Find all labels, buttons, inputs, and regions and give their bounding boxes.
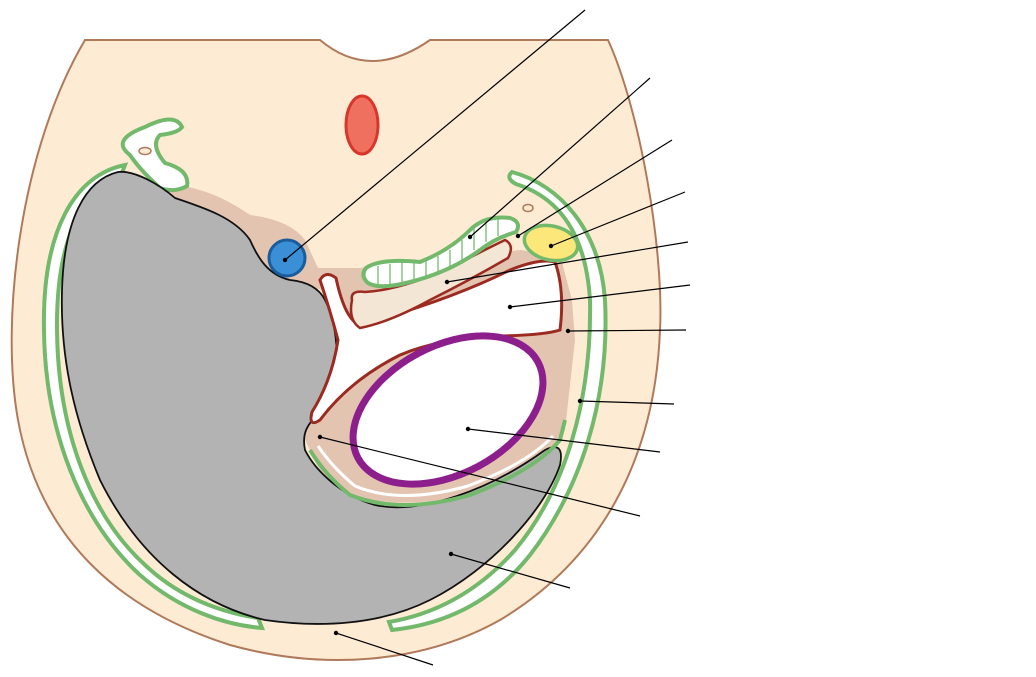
ring-organ [349,332,547,488]
lower-peritoneum-line [308,419,567,507]
leader-line-12 [335,632,434,666]
liver-shape [60,171,562,625]
leader-line-3 [517,139,673,237]
leader-line-8 [579,400,675,405]
leader-dots [282,233,583,636]
leader-line-7 [567,329,687,332]
left-lateral-peritoneum [41,162,266,631]
leader-line-5 [446,241,689,283]
yellow-organ [522,223,580,263]
aorta-shape [344,94,380,156]
leader-line-2 [469,77,651,238]
leader-line-9 [467,428,661,453]
leader-line-1 [284,9,586,261]
leader-line-11 [450,553,571,589]
small-oval-right [522,203,534,213]
leader-line-6 [509,284,691,308]
elongated-organ [349,238,513,330]
lower-peritoneum-inner [316,434,555,497]
leader-line-4 [550,191,686,247]
hatched-peritoneum [361,215,520,289]
small-oval-left [138,146,152,156]
right-lateral-peritoneum [386,169,608,633]
leader-lines [284,9,691,666]
leader-line-10 [319,436,641,517]
